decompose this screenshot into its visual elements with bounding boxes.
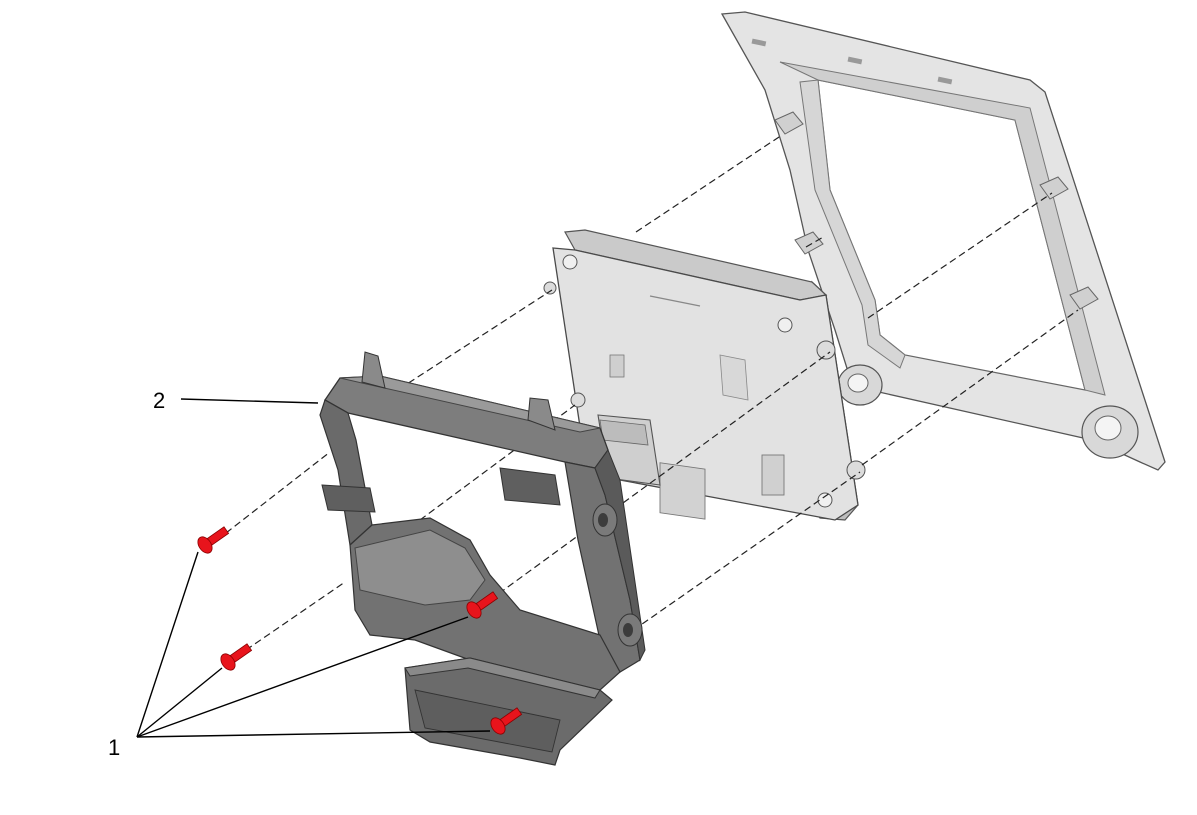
screws [197, 526, 523, 735]
frame-boss-right [1081, 405, 1139, 459]
screw-2 [220, 643, 253, 671]
callout-2-number: 2 [153, 388, 165, 413]
screw-1 [197, 526, 230, 554]
callout-1-leader-c [136, 616, 469, 738]
callout-1-leader-b [136, 667, 223, 738]
callout-2: 2 [153, 388, 319, 413]
frame-boss-left [837, 364, 883, 406]
callout-2-leader [180, 398, 319, 404]
callout-1-number: 1 [108, 735, 120, 760]
screw-3 [466, 591, 499, 619]
callout-1-leader-a [136, 551, 199, 738]
callout-1: 1 [108, 551, 491, 760]
trim-frame [720, 11, 1166, 471]
screw-4 [490, 707, 523, 735]
callout-1-leader-d [136, 730, 491, 738]
